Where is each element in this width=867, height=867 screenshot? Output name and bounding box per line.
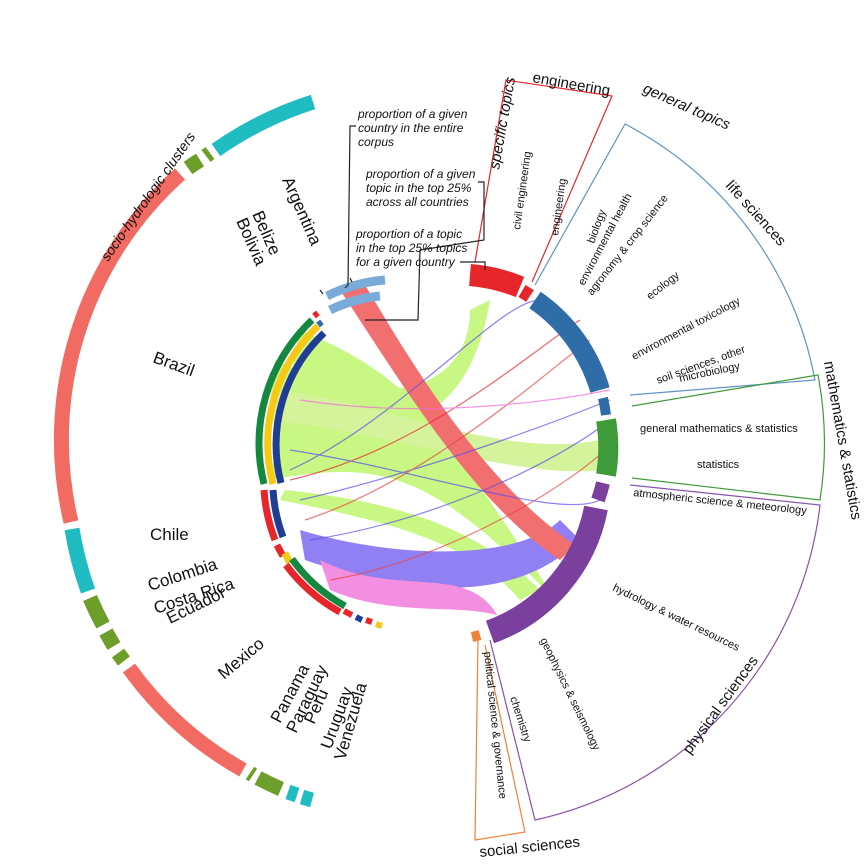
group-label-engineering: engineering xyxy=(531,69,611,99)
cluster-label: socio-hydrologic clusters xyxy=(97,129,198,264)
topic-label-atmospheric: atmospheric science & meteorology xyxy=(633,487,808,517)
topic-label-hydrology: hydrology & water resources xyxy=(611,582,742,654)
group-label-math-stats: mathematics & statistics xyxy=(820,360,865,521)
country-arcs xyxy=(255,275,386,629)
svg-text:for a given country: for a given country xyxy=(356,255,456,269)
topic-label-engineering: engineering xyxy=(549,178,569,237)
svg-text:proportion of a given: proportion of a given xyxy=(357,107,468,121)
topic-label-geophysics: geophysics & seismology xyxy=(537,636,602,753)
svg-text:corpus: corpus xyxy=(358,135,394,149)
topic-label-statistics: statistics xyxy=(697,459,740,471)
svg-text:country in the entire: country in the entire xyxy=(358,121,464,135)
topic-label-political-science: political science & governance xyxy=(481,651,508,799)
group-label-general-topics: general topics xyxy=(640,80,733,134)
topic-label-chemistry: chemistry xyxy=(507,695,533,744)
svg-text:proportion of a given: proportion of a given xyxy=(365,167,476,181)
annotation-topic-country: proportion of a topic in the top 25% top… xyxy=(355,227,467,269)
group-label-specific-topics: specific topics xyxy=(486,75,519,170)
country-label-argentina: Argentina xyxy=(278,174,325,249)
country-label-chile: Chile xyxy=(150,525,189,544)
svg-text:in the top 25% topics: in the top 25% topics xyxy=(356,241,467,255)
topic-labels: civil engineering engineering biology en… xyxy=(481,151,808,800)
country-label-mexico: Mexico xyxy=(214,634,267,683)
svg-text:proportion of a topic: proportion of a topic xyxy=(355,227,462,241)
annotation-topic-top25: proportion of a given topic in the top 2… xyxy=(365,167,476,209)
topic-label-civil-engineering: civil engineering xyxy=(511,151,534,231)
svg-text:across all countries: across all countries xyxy=(366,195,469,209)
annotation-country-corpus: proportion of a given country in the ent… xyxy=(357,107,468,149)
svg-text:topic in the top 25%: topic in the top 25% xyxy=(366,181,472,195)
group-boxes xyxy=(474,79,825,841)
topic-label-ecology: ecology xyxy=(644,269,682,302)
cluster-arc xyxy=(53,94,316,808)
topic-label-general-math: general mathematics & statistics xyxy=(640,423,798,435)
group-label-social-sciences: social sciences xyxy=(479,834,581,861)
annotation-lines xyxy=(319,125,486,321)
topic-arcs xyxy=(468,264,619,644)
group-label-physical-sciences: physical sciences xyxy=(679,653,761,757)
country-label-brazil: Brazil xyxy=(151,348,197,380)
